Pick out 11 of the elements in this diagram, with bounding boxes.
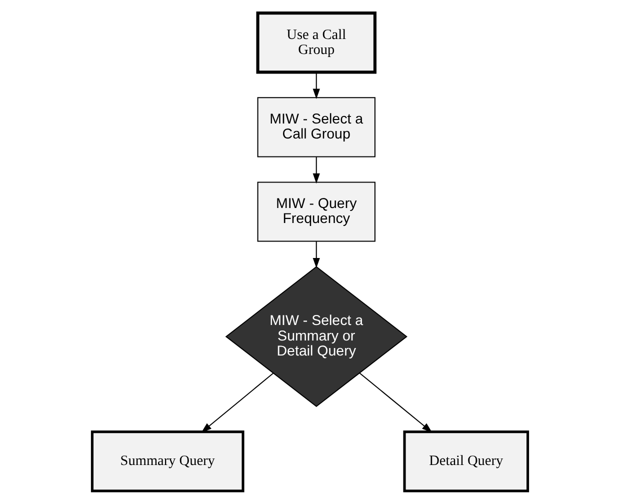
node-box: MIW - Select a Call Group (256, 96, 375, 157)
arrow (358, 372, 432, 432)
node-box: Detail Query (402, 430, 529, 492)
arrow (200, 372, 274, 432)
node-box: Summary Query (90, 430, 244, 492)
node-box: MIW - Query Frequency (256, 181, 375, 242)
node-box: Use a Call Group (256, 11, 376, 74)
node-diamond: MIW - Select a Summary or Detail Query (224, 266, 407, 406)
arrow (312, 241, 320, 268)
arrow (312, 72, 320, 98)
arrow (312, 156, 320, 184)
